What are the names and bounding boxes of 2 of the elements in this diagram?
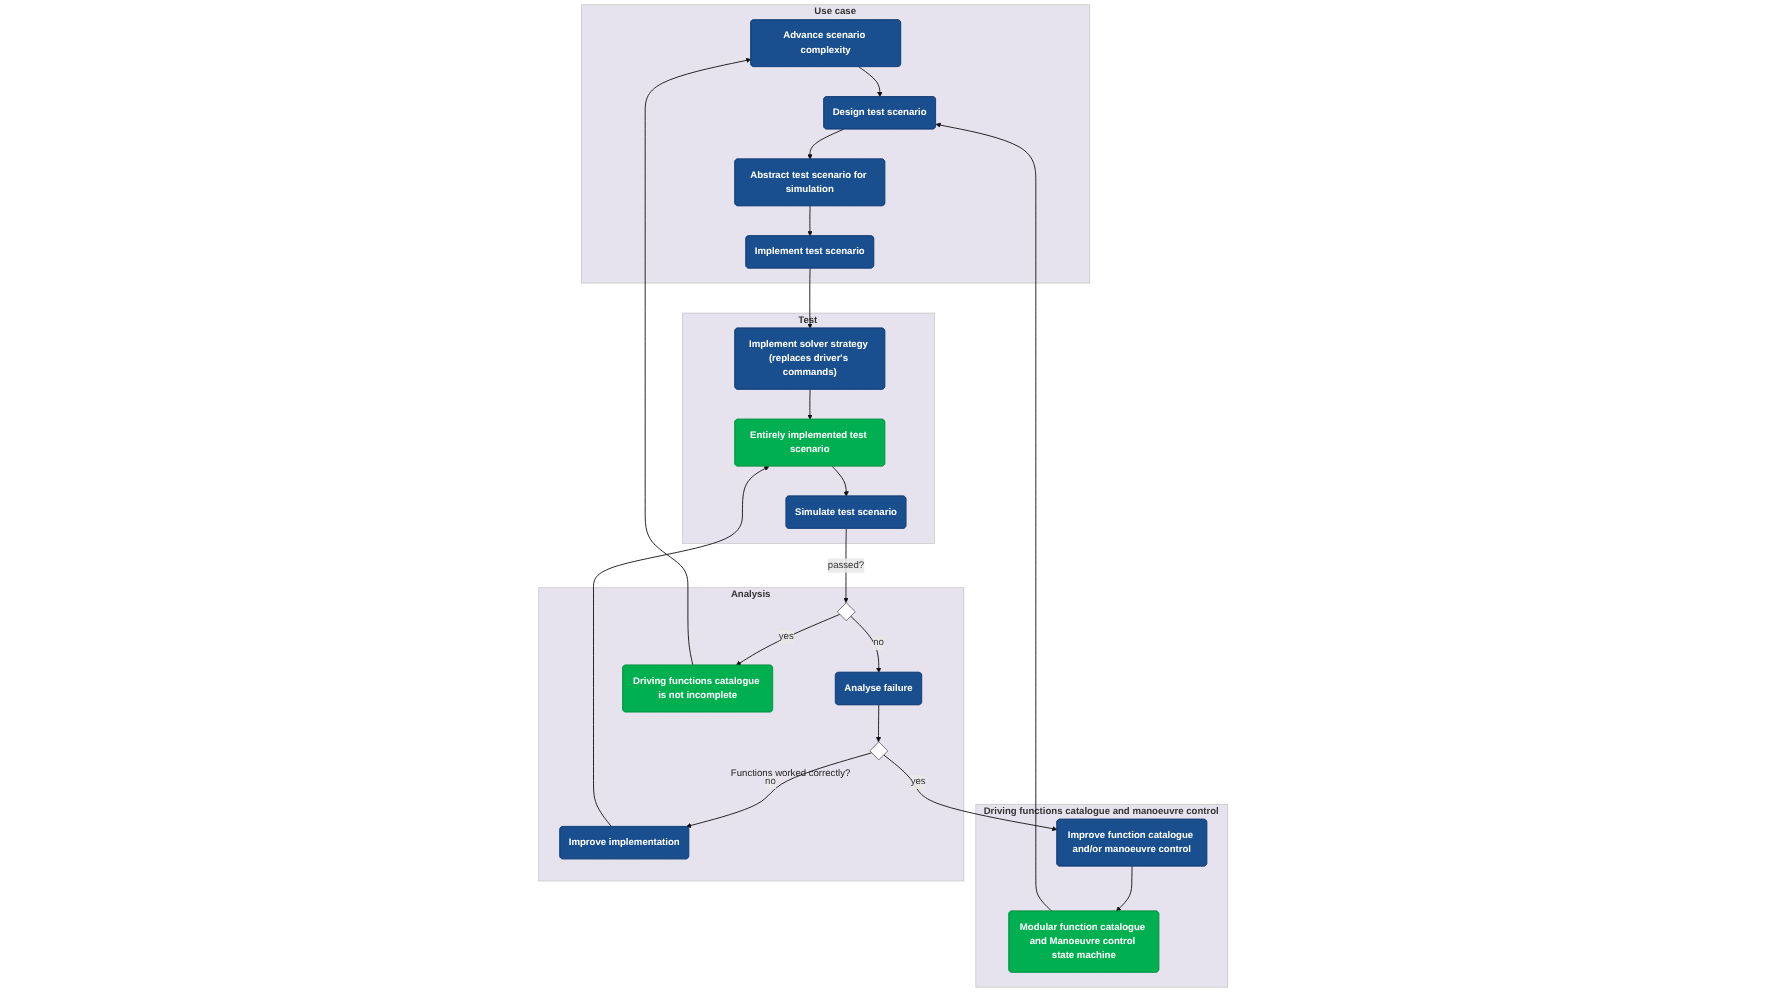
- node-diamond: [836, 602, 856, 622]
- node-diamond: [869, 741, 888, 761]
